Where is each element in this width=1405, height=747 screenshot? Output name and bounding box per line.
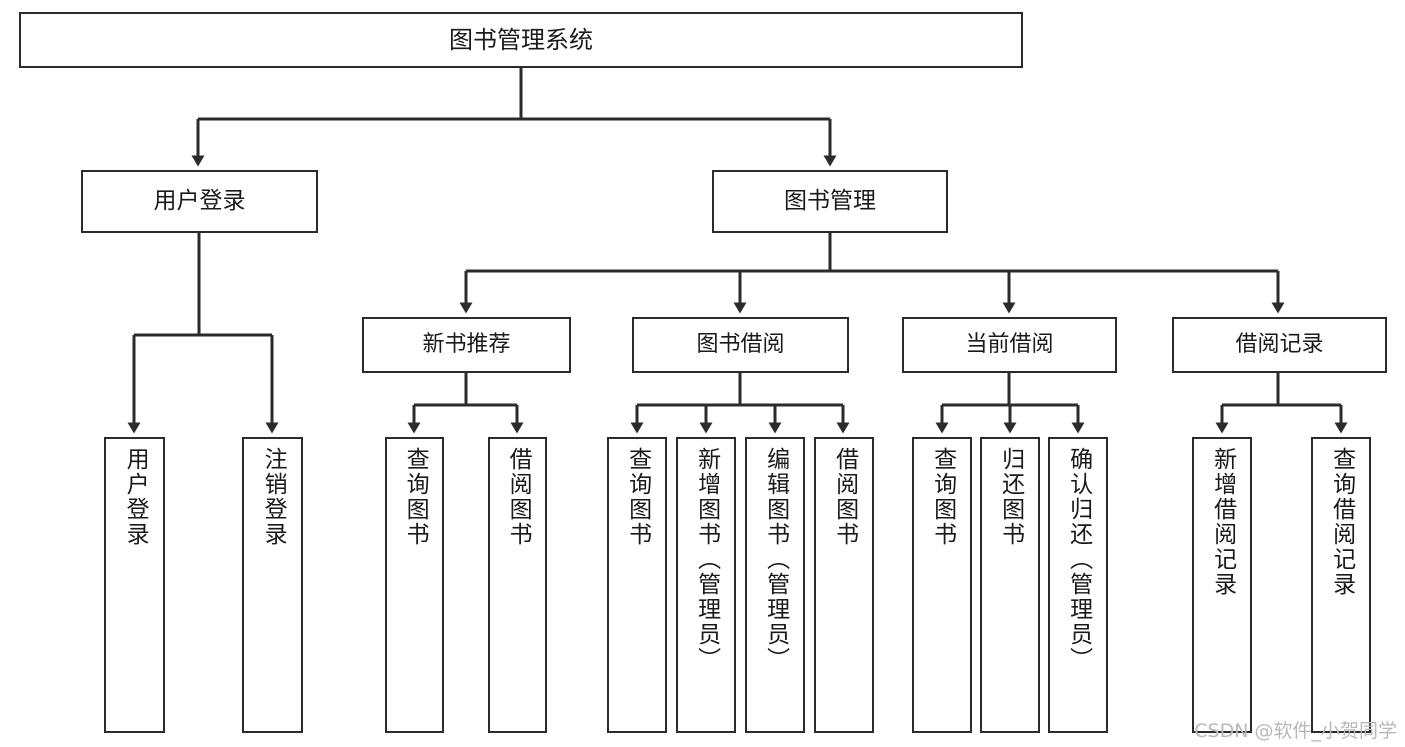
leaf-new-book-query-books[interactable]: 查询图书 bbox=[385, 437, 444, 733]
node-book-borrow[interactable]: 图书借阅 bbox=[632, 317, 849, 373]
connector-group-book-manage bbox=[459, 233, 1285, 314]
leaf-records-add-borrow-record[interactable]: 新增借阅记录 bbox=[1192, 437, 1252, 733]
node-label: 查询图书 bbox=[624, 447, 651, 547]
connector-group-book-borrow bbox=[630, 373, 850, 434]
node-label: 查询图书 bbox=[402, 447, 429, 547]
leaf-records-query-borrow-record[interactable]: 查询借阅记录 bbox=[1311, 437, 1371, 733]
node-label: 查询图书 bbox=[929, 447, 956, 547]
node-label: 当前借阅 bbox=[965, 332, 1054, 358]
node-label: 借阅图书 bbox=[505, 447, 532, 547]
node-label: 归还图书 bbox=[997, 447, 1024, 547]
node-label: 新增图书（管理员） bbox=[693, 447, 720, 672]
node-current-borrow[interactable]: 当前借阅 bbox=[902, 317, 1117, 373]
node-book-management[interactable]: 图书管理 bbox=[712, 170, 948, 233]
node-label: 用户登录 bbox=[153, 187, 246, 214]
node-label: 用户登录 bbox=[122, 447, 149, 547]
leaf-borrow-edit-book-admin[interactable]: 编辑图书（管理员） bbox=[745, 437, 805, 733]
connector-group-current-borrow bbox=[935, 373, 1085, 434]
leaf-borrow-query-books[interactable]: 查询图书 bbox=[607, 437, 667, 733]
node-label: 图书管理系统 bbox=[449, 25, 593, 54]
connector-group-new-book bbox=[407, 373, 524, 434]
node-user-login[interactable]: 用户登录 bbox=[81, 170, 318, 233]
leaf-borrow-add-book-admin[interactable]: 新增图书（管理员） bbox=[676, 437, 736, 733]
connector-group-user-login bbox=[127, 233, 279, 434]
node-label: 注销登录 bbox=[260, 447, 287, 547]
connector-group-root bbox=[191, 68, 837, 167]
leaf-logout-login[interactable]: 注销登录 bbox=[242, 437, 303, 733]
node-borrow-records[interactable]: 借阅记录 bbox=[1172, 317, 1387, 373]
leaf-current-return-books[interactable]: 归还图书 bbox=[980, 437, 1040, 733]
leaf-borrow-borrow-books[interactable]: 借阅图书 bbox=[814, 437, 874, 733]
leaf-user-login[interactable]: 用户登录 bbox=[104, 437, 165, 733]
node-root-book-management-system[interactable]: 图书管理系统 bbox=[19, 12, 1023, 68]
node-label: 图书管理 bbox=[784, 187, 876, 214]
node-label: 借阅记录 bbox=[1235, 332, 1324, 358]
node-label: 新书推荐 bbox=[422, 332, 511, 358]
leaf-current-query-books[interactable]: 查询图书 bbox=[912, 437, 972, 733]
node-label: 借阅图书 bbox=[831, 447, 858, 547]
node-label: 查询借阅记录 bbox=[1328, 447, 1355, 597]
node-label: 编辑图书（管理员） bbox=[762, 447, 789, 672]
node-label: 图书借阅 bbox=[696, 332, 785, 358]
node-label: 确认归还（管理员） bbox=[1065, 447, 1092, 672]
leaf-current-confirm-return-admin[interactable]: 确认归还（管理员） bbox=[1048, 437, 1108, 733]
node-new-book-recommend[interactable]: 新书推荐 bbox=[362, 317, 571, 373]
node-label: 新增借阅记录 bbox=[1209, 447, 1236, 597]
connector-group-borrow-records bbox=[1215, 373, 1348, 434]
leaf-new-book-borrow-books[interactable]: 借阅图书 bbox=[488, 437, 547, 733]
